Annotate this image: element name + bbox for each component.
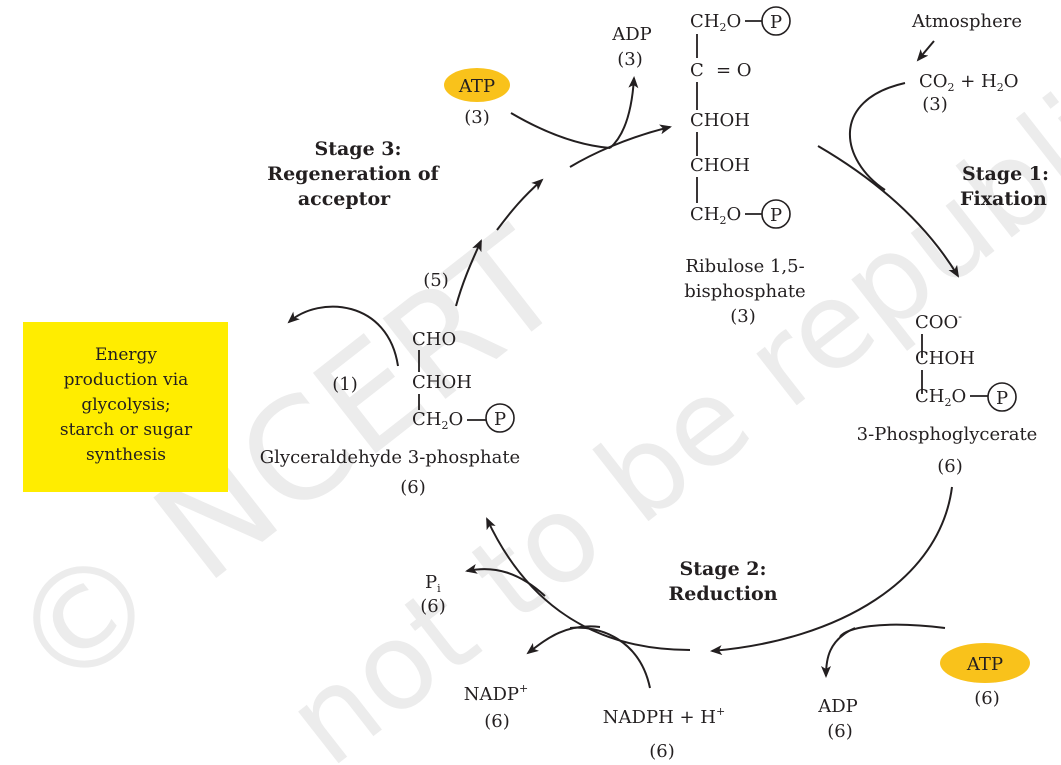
stage2-label: Stage 2: Reduction <box>668 558 777 605</box>
nadp-label: NADP+ <box>464 682 529 705</box>
pga-label: 3-Phosphoglycerate <box>857 424 1038 445</box>
arrow-pga-down <box>710 486 953 656</box>
adp-top: ADP (3) <box>611 24 652 70</box>
arrow-reduction-up <box>486 517 691 651</box>
adp-top-label: ADP <box>611 24 652 45</box>
pga-row2: CHOH <box>915 348 975 369</box>
arrow-regen-3 <box>569 124 672 168</box>
atp-bottom-oval <box>940 643 1030 683</box>
g3p-label: Glyceraldehyde 3-phosphate <box>260 447 520 468</box>
rubp-p1: P <box>770 12 782 33</box>
atp-bottom-label: ATP <box>966 654 1003 675</box>
atp-top: ATP (3) <box>444 68 510 128</box>
energy-line-5: synthesis <box>86 445 166 465</box>
stage3-label: Stage 3: Regeneration of acceptor <box>267 138 440 210</box>
g3p-row1: CHO <box>412 329 456 350</box>
co2-h2o: CO2 + H2O <box>919 71 1019 94</box>
phosphate-icon <box>761 6 791 36</box>
atp-top-oval <box>444 68 510 102</box>
rubp-p2: P <box>770 205 782 226</box>
pga-count: (6) <box>937 456 963 477</box>
energy-line-2: production via <box>64 370 189 390</box>
rubp-row5: CH2O <box>690 204 741 227</box>
energy-line-3: glycolysis; <box>81 395 170 415</box>
arrow-g3p-out <box>287 305 399 367</box>
arrow-adp-bottom-out <box>821 627 856 678</box>
stage1-title: Stage 1: <box>962 163 1049 185</box>
rubp-row1: CH2O <box>690 11 741 34</box>
pga-p: P <box>996 388 1008 409</box>
adp-top-count: (3) <box>617 49 643 70</box>
pga-row3: CH2O <box>915 386 966 409</box>
energy-line-4: starch or sugar <box>60 420 193 440</box>
adp-bottom: ADP (6) <box>817 696 858 742</box>
g3p-molecule: CHO CHOH CH2O P Glyceraldehyde 3-phospha… <box>260 270 520 498</box>
g3p-cycle-count: (5) <box>423 270 449 291</box>
pi-count: (6) <box>420 596 446 617</box>
arrow-atp-top-in <box>510 112 611 149</box>
rubp-molecule: CH2O P C = O CHOH CHOH CH2O P Ribulose 1… <box>684 6 806 327</box>
rubp-row2-c: C <box>690 60 704 81</box>
stage3-line3: acceptor <box>298 188 391 210</box>
rubp-row3: CHOH <box>690 110 750 131</box>
arrow-adp-top-out <box>609 76 639 149</box>
nadp-output: NADP+ (6) <box>464 682 529 732</box>
energy-box: Energy production via glycolysis; starch… <box>23 322 228 492</box>
stage1-subtitle: Fixation <box>960 188 1047 210</box>
arrow-co2-in <box>849 82 906 191</box>
g3p-row2: CHOH <box>412 372 472 393</box>
rubp-row4: CHOH <box>690 155 750 176</box>
pga-row1: COO- <box>915 310 962 333</box>
stage1-label: Stage 1: Fixation <box>960 163 1049 210</box>
nadph-count: (6) <box>649 741 675 762</box>
arrow-atp-bottom-in <box>839 623 946 638</box>
energy-line-1: Energy <box>95 345 157 365</box>
cycle-arrows <box>287 76 960 689</box>
phosphate-icon <box>987 382 1017 412</box>
energy-box-bg <box>23 322 228 492</box>
atmosphere-label: Atmosphere <box>911 11 1022 32</box>
phosphate-icon <box>485 403 515 433</box>
atp-bottom-count: (6) <box>974 688 1000 709</box>
arrow-nadp-out <box>526 625 601 655</box>
atp-top-count: (3) <box>464 107 490 128</box>
stage2-subtitle: Reduction <box>668 583 777 605</box>
adp-bottom-count: (6) <box>827 721 853 742</box>
stage3-line2: Regeneration of <box>267 163 440 185</box>
co2-count: (3) <box>922 94 948 115</box>
nadph-input: NADPH + H+ (6) <box>603 705 725 762</box>
g3p-row3: CH2O <box>412 409 463 432</box>
nadp-count: (6) <box>484 711 510 732</box>
stage2-title: Stage 2: <box>679 558 766 580</box>
g3p-out-count: (1) <box>332 374 358 395</box>
rubp-label-2: bisphosphate <box>684 281 805 302</box>
rubp-row2-o: = O <box>716 60 752 81</box>
atp-bottom: ATP (6) <box>940 643 1030 709</box>
atp-top-label: ATP <box>458 76 495 97</box>
g3p-count: (6) <box>400 477 426 498</box>
rubp-label-1: Ribulose 1,5- <box>685 256 804 277</box>
atmosphere: Atmosphere CO2 + H2O (3) <box>911 11 1022 115</box>
g3p-p: P <box>494 409 506 430</box>
stage3-title: Stage 3: <box>314 138 401 160</box>
arrow-regen-2 <box>496 178 544 231</box>
arrow-regen-1 <box>455 239 482 307</box>
arrow-fixation <box>817 145 960 278</box>
arrow-pi-out <box>465 564 546 597</box>
phosphate-icon <box>761 199 791 229</box>
pga-molecule: COO- CHOH CH2O P 3-Phosphoglycerate (6) <box>857 310 1038 477</box>
pi-output: Pi (6) <box>420 572 446 617</box>
adp-bottom-label: ADP <box>817 696 858 717</box>
pi-label: Pi <box>425 572 441 595</box>
rubp-count: (3) <box>730 306 756 327</box>
nadph-label: NADPH + H+ <box>603 705 725 728</box>
